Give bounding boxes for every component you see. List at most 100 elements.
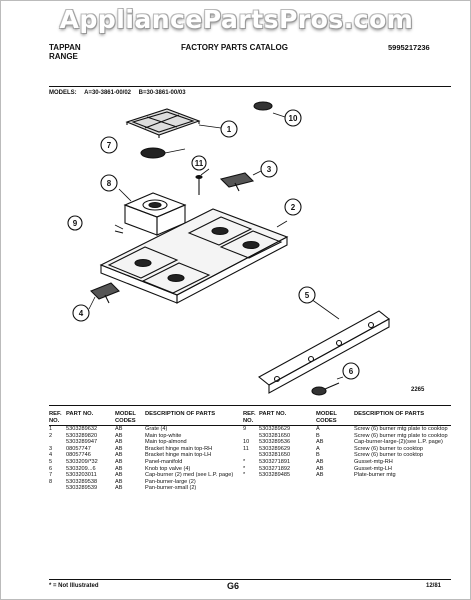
parts-list-right: REF. NO. PART NO. MODEL CODES DESCRIPTIO…	[243, 411, 451, 479]
model-code: AB	[115, 426, 123, 432]
model-code: B	[316, 452, 320, 459]
brand-block: TAPPAN RANGE	[49, 43, 119, 61]
bracket-lh-illustration	[90, 282, 120, 304]
description: Bracket hinge main top-LH	[145, 452, 212, 459]
model-code: AB	[115, 445, 123, 452]
ref-no: 11	[243, 445, 249, 452]
part-no: 5303289539	[66, 485, 98, 492]
model-code: AB	[316, 465, 324, 472]
brand-name: TAPPAN	[49, 43, 81, 52]
description: Main top-white	[145, 432, 182, 439]
models-label: MODELS:	[49, 90, 77, 96]
part-no: 5303289632	[66, 426, 98, 432]
ref-no: 5	[49, 458, 53, 465]
model-code: AB	[316, 439, 324, 446]
part-no: 5303281650	[259, 432, 291, 439]
bracket-rh-illustration	[219, 172, 255, 192]
part-no: 5303271892	[259, 465, 291, 472]
part-no: 5303209/*32	[66, 458, 98, 465]
part-no: 5303289947	[66, 439, 98, 446]
callout-2: 2	[291, 203, 296, 212]
model-b: B=30-3861-00/03	[138, 90, 186, 96]
part-no: 08057746	[66, 452, 91, 459]
description: Screw (6) burner to cooktop	[354, 452, 424, 459]
callout-1: 1	[227, 125, 232, 134]
table-row: 1 5303289632 AB Grate (4)	[49, 426, 245, 433]
ref-no: *	[243, 472, 246, 479]
model-code: AB	[115, 432, 123, 439]
header-part-no: PART NO.	[259, 411, 287, 417]
ref-no: 10	[243, 439, 250, 446]
ref-no: 9	[243, 426, 247, 432]
parts-list: REF. NO. PART NO. MODEL CODES DESCRIPTIO…	[49, 411, 451, 581]
table-row: * 5303271892 AB Gusset-mtg-LH	[243, 466, 451, 473]
ref-no: 8	[49, 478, 53, 485]
footer-rule	[49, 579, 451, 580]
callout-8: 8	[107, 179, 112, 188]
ref-no	[49, 439, 66, 446]
model-code: AB	[115, 485, 123, 492]
models-line: MODELS: A=30-3861-00/02 B=30-3861-00/03	[49, 90, 192, 96]
header-description: DESCRIPTION OF PARTS	[145, 411, 216, 417]
description: Screw (6) burner to cooktop	[354, 445, 424, 452]
watermark: AppliancePartsPros.com	[59, 5, 414, 34]
ref-no: 7	[49, 472, 53, 479]
description: Gusset-mtg-RH	[354, 458, 393, 465]
part-no: 5303271891	[259, 458, 291, 465]
table-row: 11 5303289629 A Screw (6) burner to cooktop	[243, 446, 451, 453]
description: Panel-manifold	[145, 458, 183, 465]
model-code: AB	[316, 472, 324, 479]
screw-9-illustration	[114, 230, 124, 234]
ref-no: 1	[49, 426, 53, 432]
model-code: AB	[115, 452, 123, 459]
model-a: A=30-3861-00/02	[84, 90, 131, 96]
catalog-date: 12/81	[426, 583, 442, 589]
model-code: AB	[316, 458, 324, 465]
callout-6: 6	[349, 367, 354, 376]
catalog-title: FACTORY PARTS CATALOG	[181, 43, 288, 52]
header-ref-no: REF. NO.	[243, 411, 256, 424]
description: Main top-almond	[145, 439, 187, 446]
screw-illustration	[195, 174, 203, 195]
part-no: 08057747	[66, 445, 91, 452]
description: Pan-burner-small (2)	[145, 485, 197, 492]
exploded-parts-diagram: 1 2 3 4 5 6 7 8 9 10 11	[67, 101, 390, 396]
model-code: A	[316, 445, 320, 452]
model-code: AB	[115, 478, 123, 485]
part-no: 5303289538	[66, 478, 98, 485]
ref-no	[49, 485, 66, 492]
header-description: DESCRIPTION OF PARTS	[354, 411, 425, 417]
figure-code: 2265	[411, 387, 425, 393]
main-top-illustration	[99, 208, 289, 304]
description: Screw (6) burner mtg plate to cooktop	[354, 432, 448, 439]
callout-7: 7	[107, 141, 112, 150]
callout-circles	[67, 109, 360, 380]
callout-10: 10	[289, 114, 298, 123]
part-no: 5303281650	[259, 452, 291, 459]
part-no: 5303203011	[66, 472, 97, 479]
part-no: 5303289536	[259, 439, 291, 446]
description: Bracket hinge main top-RH	[145, 445, 213, 452]
ref-no	[243, 452, 259, 459]
callout-4: 4	[79, 309, 84, 318]
callout-3: 3	[267, 165, 272, 174]
description: Grate (4)	[145, 426, 168, 432]
table-header: REF. NO. PART NO. MODEL CODES DESCRIPTIO…	[49, 411, 245, 426]
manifold-panel-illustration	[258, 310, 390, 394]
model-code: A	[316, 426, 320, 432]
table-row: 5303289539 AB Pan-burner-small (2)	[49, 485, 245, 492]
knob-illustration	[253, 101, 273, 111]
part-no: 5303289629	[259, 445, 291, 452]
description: Plate-burner mtg	[354, 472, 396, 479]
description: Gusset-mtg-LH	[354, 465, 392, 472]
ref-no: *	[243, 465, 246, 472]
header-model-codes: MODEL CODES	[316, 411, 337, 424]
